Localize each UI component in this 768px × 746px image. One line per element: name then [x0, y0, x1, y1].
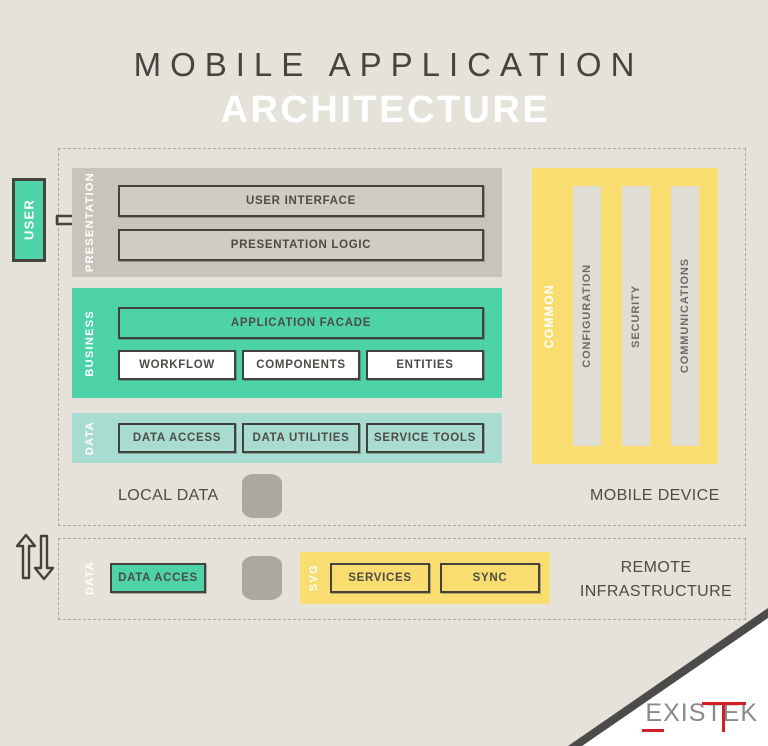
box-components[interactable]: COMPONENTS [242, 349, 360, 380]
panel-common: COMMON CONFIGURATION SECURITY COMMUNICAT… [532, 168, 718, 464]
remote-data-label: DATA [84, 560, 96, 596]
mobile-device-boundary [58, 148, 746, 526]
box-remote-data-access[interactable]: DATA ACCES [110, 563, 206, 593]
layer-presentation: PRESENTATION USER INTERFACE PRESENTATION… [72, 168, 502, 277]
user-label: USER [21, 199, 37, 241]
brand-logo: EXISTEK [568, 608, 768, 746]
remote-caption-line-1: REMOTE [620, 559, 692, 576]
box-services[interactable]: SERVICES [330, 563, 430, 593]
box-workflow[interactable]: WORKFLOW [118, 349, 236, 380]
logo-accent-stem [722, 702, 725, 732]
title-line-secondary: ARCHITECTURE [220, 89, 551, 131]
business-box-row: WORKFLOW COMPONENTS ENTITIES [118, 349, 484, 380]
title-line-primary: MOBILE APPLICATION [133, 46, 644, 83]
layer-business: BUSINESS APPLICATION FACADE WORKFLOW COM… [72, 288, 502, 398]
panel-svg: SVG SERVICES SYNC [300, 552, 550, 604]
layer-presentation-label: PRESENTATION [84, 172, 96, 273]
layer-data: DATA DATA ACCESS DATA UTILITIES SERVICE … [72, 413, 502, 463]
logo-accent-underline [642, 729, 664, 732]
box-data-utilities[interactable]: DATA UTILITIES [242, 423, 360, 453]
panel-svg-label: SVG [308, 564, 320, 592]
box-user-interface[interactable]: USER INTERFACE [118, 184, 484, 217]
database-cylinder-icon [242, 474, 282, 518]
box-entities[interactable]: ENTITIES [366, 349, 484, 380]
layer-business-label: BUSINESS [84, 309, 96, 377]
logo-white-field [582, 618, 768, 746]
bar-security[interactable]: SECURITY [621, 186, 650, 446]
panel-common-label: COMMON [542, 283, 556, 349]
user-actor[interactable]: USER [10, 176, 48, 264]
bar-configuration[interactable]: CONFIGURATION [572, 186, 601, 446]
box-sync[interactable]: SYNC [440, 563, 540, 593]
layer-data-label: DATA [84, 420, 96, 456]
bar-configuration-label: CONFIGURATION [580, 264, 593, 368]
local-data-caption: LOCAL DATA [118, 487, 219, 504]
box-presentation-logic[interactable]: PRESENTATION LOGIC [118, 228, 484, 261]
remote-data-row: DATA DATA ACCES [72, 552, 550, 604]
arrows-up-down-icon [15, 533, 55, 581]
database-cylinder-icon-remote [242, 556, 282, 600]
box-service-tools[interactable]: SERVICE TOOLS [366, 423, 484, 453]
remote-caption-line-2: INFRASTRUCTURE [579, 583, 733, 600]
box-data-access[interactable]: DATA ACCESS [118, 423, 236, 453]
mobile-device-caption: MOBILE DEVICE [590, 487, 720, 504]
bar-communications[interactable]: COMMUNICATIONS [671, 186, 700, 446]
remote-infrastructure-caption: REMOTE INFRASTRUCTURE [576, 556, 736, 604]
remote-infrastructure-boundary [58, 538, 746, 620]
bar-security-label: SECURITY [629, 284, 642, 348]
bar-communications-label: COMMUNICATIONS [679, 258, 692, 374]
page-title: MOBILE APPLICATION ARCHITECTURE [0, 44, 768, 132]
box-application-facade[interactable]: APPLICATION FACADE [118, 306, 484, 339]
